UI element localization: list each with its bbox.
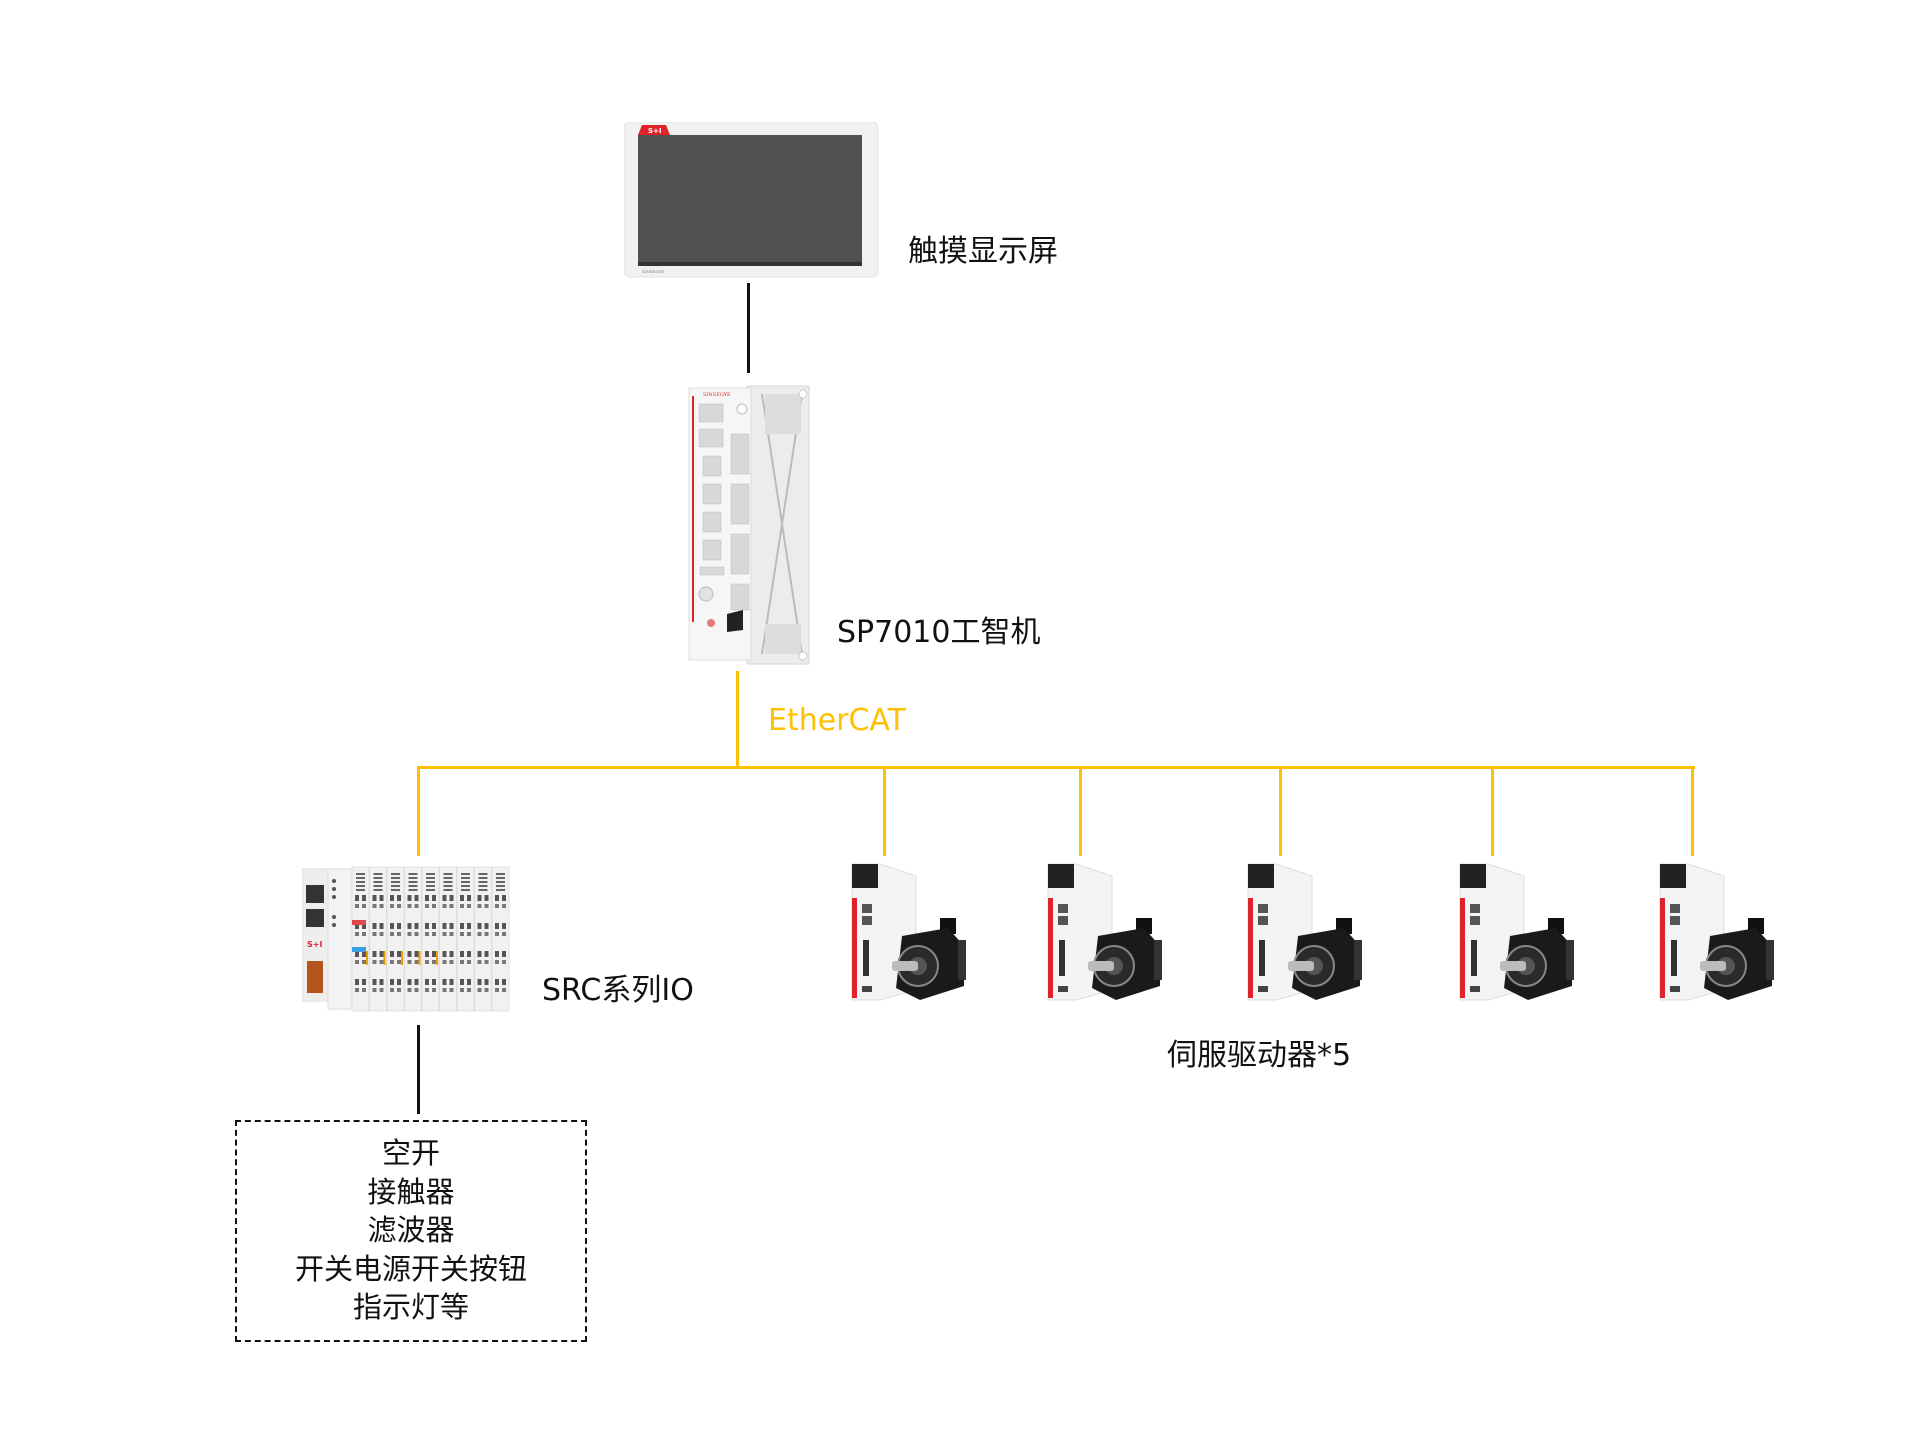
- servo-label: 伺服驱动器*5: [1167, 1038, 1352, 1073]
- peripheral-item: 开关电源开关按钮: [294, 1251, 527, 1286]
- touch-display-image: S+I SINSEGYE: [624, 122, 879, 278]
- ethercat-drop-servo: [1079, 766, 1082, 856]
- servo-drive-image: [850, 862, 980, 1004]
- ethercat-drop-servo: [1691, 766, 1694, 856]
- peripheral-item: 空开: [381, 1136, 440, 1170]
- io-connection-line: [417, 1025, 420, 1114]
- ethercat-drop-servo: [883, 766, 886, 856]
- svg-text:S+I: S+I: [307, 940, 322, 949]
- controller-brand: SINSEGYE: [703, 392, 731, 398]
- peripheral-item: 接触器: [367, 1174, 455, 1209]
- ethercat-drop-servo: [1279, 766, 1282, 856]
- ethercat-label: EtherCAT: [768, 703, 906, 738]
- ethercat-drop-servo: [1491, 766, 1494, 856]
- src-io-label: SRC系列IO: [542, 973, 694, 1008]
- peripheral-item: 滤波器: [367, 1213, 455, 1247]
- hmi-connection-line: [747, 283, 750, 373]
- hmi-brand: SINSEGYE: [642, 269, 664, 274]
- peripherals-box: 空开 接触器 滤波器 开关电源开关按钮 指示灯等: [235, 1120, 587, 1342]
- peripheral-item: 指示灯等: [352, 1290, 469, 1324]
- ethercat-trunk-line: [736, 671, 739, 767]
- ethercat-bus-line: [418, 766, 1695, 769]
- servo-drive-image: [1658, 862, 1788, 1004]
- servo-drive-image: [1458, 862, 1588, 1004]
- ethercat-drop-io: [417, 766, 420, 856]
- servo-drive-image: [1046, 862, 1176, 1004]
- svg-text:S+I: S+I: [648, 127, 662, 135]
- sp7010-controller-image: SINSEGYE: [688, 385, 810, 665]
- servo-drive-image: [1246, 862, 1376, 1004]
- controller-label: SP7010工智机: [837, 615, 1041, 650]
- src-io-module-image: S+I: [302, 866, 510, 1012]
- touch-display-label: 触摸显示屏: [908, 234, 1058, 269]
